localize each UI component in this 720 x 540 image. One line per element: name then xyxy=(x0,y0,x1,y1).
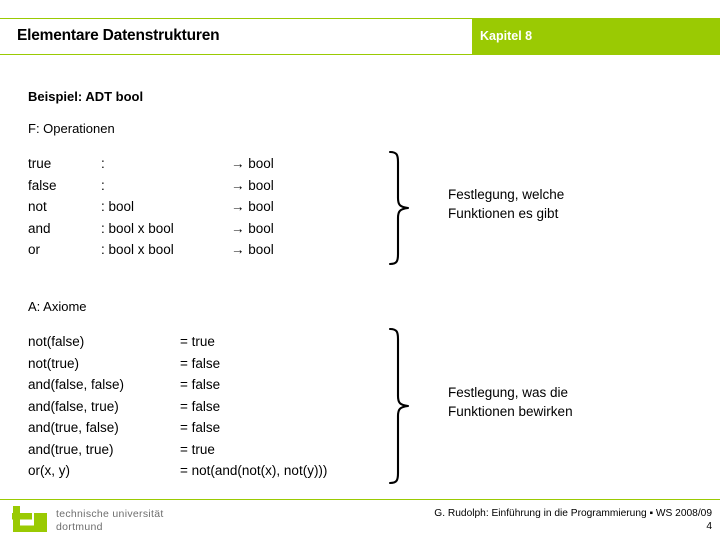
axiom-expression: not(true) xyxy=(28,355,80,371)
operation-name: not xyxy=(28,199,47,214)
table-row: false : → bool xyxy=(28,175,311,197)
operation-return: → bool xyxy=(231,156,274,171)
operations-table: true : → bool false : → bool not : bool … xyxy=(28,153,311,261)
operation-return: → bool xyxy=(231,177,274,193)
annotation-axioms-line1: Festlegung, was die xyxy=(448,385,569,400)
operation-return: → bool xyxy=(231,242,274,257)
table-row: or : bool x bool → bool xyxy=(28,239,311,261)
header-title-box: Elementare Datenstrukturen xyxy=(0,19,472,54)
axiom-expression: not(false) xyxy=(28,334,85,349)
example-heading: Beispiel: ADT bool xyxy=(28,89,144,104)
table-row: and : bool x bool → bool xyxy=(28,218,311,240)
table-row: or(x, y) = not(and(not(x), not(y))) xyxy=(28,460,390,482)
operation-return: → bool xyxy=(231,199,274,214)
tu-logo-icon xyxy=(12,506,52,539)
tu-logo-text: technische universität dortmund xyxy=(56,508,164,533)
table-row: and(false, true) = false xyxy=(28,396,390,418)
table-row: and(true, true) = true xyxy=(28,439,390,461)
annotation-axioms: Festlegung, was die Funktionen bewirken xyxy=(448,383,573,421)
axioms-table-body: not(false) = true not(true) = false and(… xyxy=(28,331,390,482)
annotation-operations-line1: Festlegung, welche xyxy=(448,187,565,202)
table-row: and(true, false) = false xyxy=(28,417,390,439)
axiom-result: = not(and(not(x), not(y))) xyxy=(180,463,328,478)
axiom-result: = false xyxy=(180,398,221,414)
axiom-result: = false xyxy=(180,355,221,371)
table-row: not(false) = true xyxy=(28,331,390,353)
table-row: and(false, false) = false xyxy=(28,374,390,396)
annotation-axioms-line2: Funktionen bewirken xyxy=(448,404,573,419)
footer-divider xyxy=(0,499,720,500)
footer-citation: G. Rudolph: Einführung in die Programmie… xyxy=(434,508,712,519)
axioms-table: not(false) = true not(true) = false and(… xyxy=(28,331,390,482)
tu-logo-line1: technische universität xyxy=(56,508,164,520)
operation-signature: : bool x bool xyxy=(101,242,174,257)
axiom-expression: or(x, y) xyxy=(28,463,70,478)
axioms-heading: A: Axiome xyxy=(28,299,87,314)
tu-logo-line2: dortmund xyxy=(56,520,103,533)
axiom-result: = false xyxy=(180,420,221,435)
axiom-expression: and(false, false) xyxy=(28,377,125,392)
axiom-result: = false xyxy=(180,377,221,392)
page-number: 4 xyxy=(706,521,712,532)
annotation-operations: Festlegung, welche Funktionen es gibt xyxy=(448,185,564,223)
chapter-label: Kapitel 8 xyxy=(480,29,533,43)
slide-header-bar: Elementare Datenstrukturen Kapitel 8 xyxy=(0,18,720,55)
axiom-expression: and(false, true) xyxy=(28,398,119,414)
tu-dortmund-logo: technische universität dortmund xyxy=(12,505,207,535)
axiom-expression: and(true, false) xyxy=(28,420,119,435)
operation-name: true xyxy=(28,156,52,171)
operation-signature: : xyxy=(101,177,105,193)
table-row: not(true) = false xyxy=(28,353,390,375)
axiom-result: = true xyxy=(180,441,215,457)
operation-signature: : xyxy=(101,156,105,171)
curly-brace-operations-icon xyxy=(388,150,414,266)
operation-name: or xyxy=(28,242,41,257)
curly-brace-axioms-icon xyxy=(388,327,414,485)
operation-name: false xyxy=(28,177,57,193)
operations-heading: F: Operationen xyxy=(28,121,115,136)
axiom-result: = true xyxy=(180,334,215,349)
table-row: not : bool → bool xyxy=(28,196,311,218)
operations-table-body: true : → bool false : → bool not : bool … xyxy=(28,153,311,261)
operation-signature: : bool xyxy=(101,199,135,214)
page-title: Elementare Datenstrukturen xyxy=(17,27,220,44)
operation-signature: : bool x bool xyxy=(101,220,174,236)
operation-name: and xyxy=(28,220,51,236)
operation-return: → bool xyxy=(231,220,274,236)
axiom-expression: and(true, true) xyxy=(28,441,114,457)
annotation-operations-line2: Funktionen es gibt xyxy=(448,206,559,221)
table-row: true : → bool xyxy=(28,153,311,175)
